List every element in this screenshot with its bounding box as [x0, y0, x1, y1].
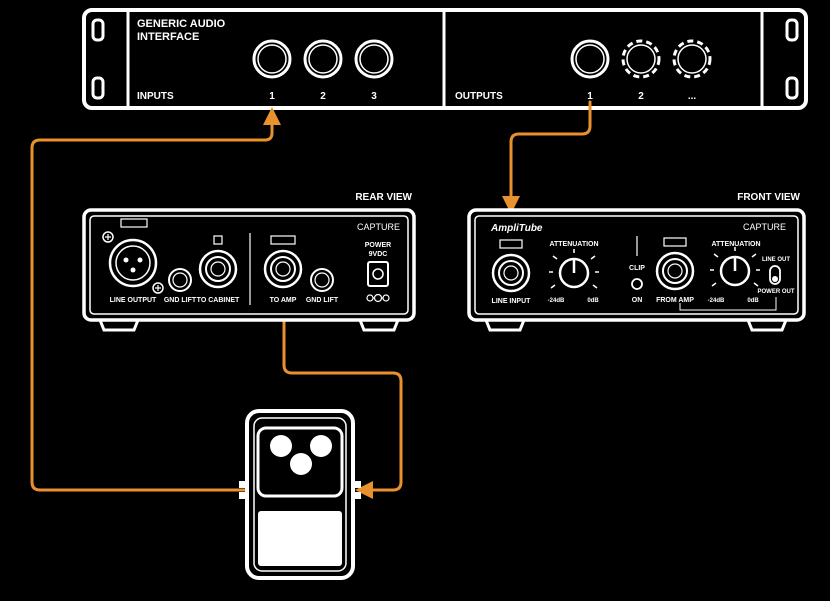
input-jack-2[interactable] — [303, 39, 343, 79]
outputs-label: OUTPUTS — [455, 91, 503, 102]
output-mode-switch[interactable] — [769, 265, 781, 285]
rack-ear-slot — [785, 18, 799, 42]
output-number-more: ... — [688, 91, 697, 102]
line-out-label: LINE OUT — [762, 257, 790, 263]
rack-ear-slot — [91, 18, 105, 42]
power-jack[interactable] — [367, 261, 389, 287]
screw-icon — [152, 282, 164, 294]
front-view-label: FRONT VIEW — [737, 192, 800, 203]
power-label: POWER — [365, 242, 391, 249]
power-voltage-label: 9VDC — [369, 251, 388, 258]
pedal-right-jack[interactable] — [353, 481, 361, 488]
attenuation-label-2: ATTENUATION — [711, 241, 760, 248]
input-number-1: 1 — [269, 91, 275, 102]
output-jack-more[interactable] — [672, 39, 712, 79]
gnd-lift-label-2: GND LIFT — [306, 297, 339, 304]
output-jack-2[interactable] — [621, 39, 661, 79]
knob-scale-ticks — [549, 249, 599, 289]
clip-led — [631, 278, 643, 290]
speaker-icon — [213, 235, 223, 245]
interface-title-line1: GENERIC AUDIO — [137, 18, 226, 30]
rack-ear-slot — [91, 76, 105, 100]
line-input-jack[interactable] — [491, 253, 531, 293]
line-output-label: LINE OUTPUT — [110, 297, 157, 304]
attenuation-min-1: -24dB — [548, 298, 565, 304]
foot — [358, 319, 400, 332]
cable-to-amp-to-pedal — [282, 316, 403, 499]
attenuation-min-2: -24dB — [708, 298, 725, 304]
input-number-2: 2 — [320, 91, 326, 102]
input-number-3: 3 — [371, 91, 377, 102]
attenuation-knob-1[interactable] — [558, 257, 590, 289]
pedal-footswitch[interactable] — [258, 511, 342, 566]
from-amp-label: FROM AMP — [656, 297, 694, 304]
bracket-line — [679, 297, 777, 311]
to-amp-label: TO AMP — [270, 297, 297, 304]
pedal-left-jack[interactable] — [239, 481, 247, 488]
pedal-control-panel — [256, 426, 344, 498]
rear-view-unit: REAR VIEW CAPTURE LINE OUTPUT — [82, 192, 416, 332]
interface-title-line2: INTERFACE — [137, 31, 199, 43]
rear-view-label: REAR VIEW — [355, 192, 412, 203]
cable-output-1-to-line-input — [502, 100, 592, 214]
output-jack-1[interactable] — [570, 39, 610, 79]
foot — [98, 319, 140, 332]
xlr-pin-icon — [120, 218, 148, 228]
cable-pedal-to-input-1 — [30, 107, 281, 492]
to-amp-jack[interactable] — [263, 249, 303, 289]
screw-icon — [102, 231, 114, 243]
from-amp-jack[interactable] — [655, 251, 695, 291]
clip-label: CLIP — [629, 265, 645, 272]
amp-icon — [663, 237, 687, 247]
front-view-unit: FRONT VIEW AmpliTube CAPTURE LINE INPUT … — [467, 192, 806, 332]
cables — [30, 100, 592, 499]
input-jack-1[interactable] — [252, 39, 292, 79]
foot — [746, 319, 788, 332]
to-cabinet-jack[interactable] — [198, 249, 238, 289]
pedal-right-jack[interactable] — [353, 492, 361, 499]
gnd-lift-switch-1[interactable] — [168, 268, 192, 292]
audio-interface: GENERIC AUDIO INTERFACE INPUTS OUTPUTS 1… — [82, 8, 808, 110]
foot — [484, 319, 526, 332]
output-number-2: 2 — [638, 91, 644, 102]
amp-icon — [270, 235, 296, 245]
power-out-label: POWER OUT — [758, 289, 795, 295]
polarity-icon — [366, 293, 390, 303]
attenuation-label-1: ATTENUATION — [549, 241, 598, 248]
effects-pedal — [239, 409, 361, 580]
attenuation-knob-2[interactable] — [719, 255, 751, 287]
rack-ear-slot — [785, 76, 799, 100]
on-label: ON — [632, 297, 643, 304]
rear-brand-label: CAPTURE — [357, 222, 400, 232]
to-cabinet-label: TO CABINET — [197, 297, 240, 304]
line-icon — [499, 239, 523, 249]
output-number-1: 1 — [587, 91, 593, 102]
front-brand-label: CAPTURE — [743, 222, 786, 232]
amplitube-logo: AmpliTube — [490, 223, 543, 234]
input-jack-3[interactable] — [354, 39, 394, 79]
gnd-lift-switch-2[interactable] — [310, 268, 334, 292]
pedal-knob-3[interactable] — [290, 453, 312, 475]
attenuation-max-2: 0dB — [747, 298, 759, 304]
attenuation-max-1: 0dB — [587, 298, 599, 304]
line-output-xlr[interactable] — [108, 238, 158, 288]
pedal-knob-1[interactable] — [270, 435, 292, 457]
gnd-lift-label-1: GND LIFT — [164, 297, 197, 304]
inputs-label: INPUTS — [137, 91, 174, 102]
pedal-knob-2[interactable] — [310, 435, 332, 457]
line-input-label: LINE INPUT — [492, 298, 532, 305]
pedal-left-jack[interactable] — [239, 492, 247, 499]
knob-scale-ticks — [710, 247, 760, 287]
